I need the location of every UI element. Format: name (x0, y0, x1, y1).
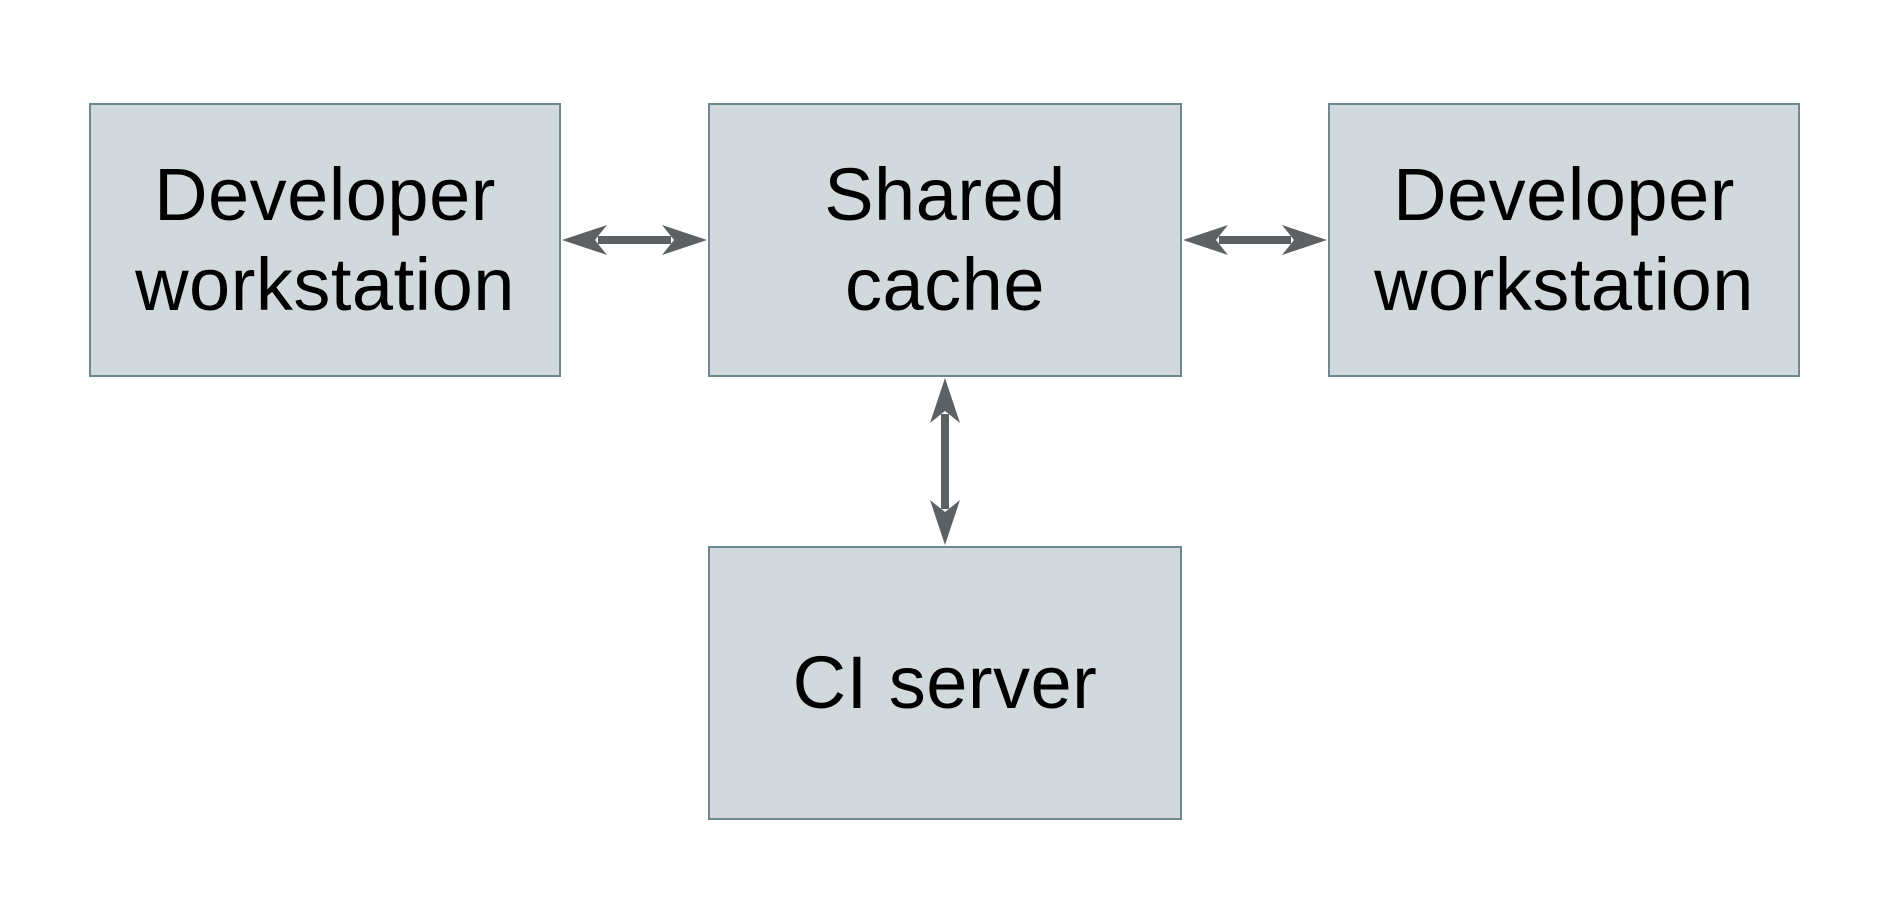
edge-shared-cache-ci-server (930, 378, 960, 545)
node-developer-workstation-left: Developer workstation (89, 103, 561, 377)
node-developer-workstation-right: Developer workstation (1328, 103, 1800, 377)
arrow-right-icon (662, 225, 707, 255)
node-ci-server: CI server (708, 546, 1182, 820)
arrow-left-icon (562, 225, 607, 255)
edge-shared-cache-right-workstation (1183, 225, 1327, 255)
node-label: Developer workstation (1374, 153, 1754, 326)
node-label: Developer workstation (135, 153, 515, 326)
arrow-left-icon (1183, 225, 1228, 255)
arrow-right-icon (1282, 225, 1327, 255)
arrow-down-icon (930, 500, 960, 545)
node-label: Shared cache (824, 153, 1066, 326)
node-shared-cache: Shared cache (708, 103, 1182, 377)
edge-left-workstation-shared-cache (562, 225, 707, 255)
arrow-up-icon (930, 378, 960, 423)
node-label: CI server (792, 641, 1098, 724)
